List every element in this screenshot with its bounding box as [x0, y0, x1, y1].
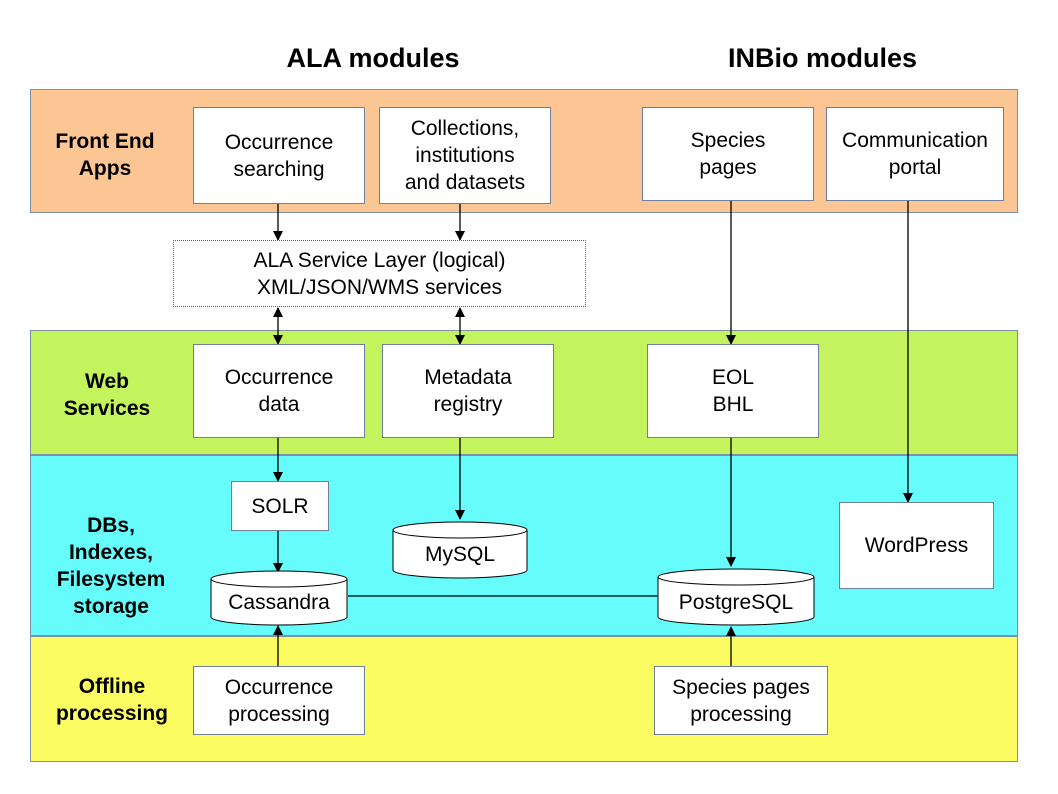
wordpress-box: WordPress — [839, 502, 994, 589]
ala-modules-heading: ALA modules — [286, 43, 460, 73]
cassandra-label: Cassandra — [228, 591, 330, 614]
web-services-label: Web Services — [63, 370, 151, 420]
communication-portal-box: Communication portal — [826, 107, 1004, 201]
offline-processing-label: Offline processing — [55, 675, 169, 725]
eol-bhl-box: EOL BHL — [647, 344, 819, 438]
collections-institutions-datasets-box: Collections, institutions and datasets — [379, 107, 551, 204]
species-pages-processing-box: Species pages processing — [654, 666, 828, 735]
species-pages-box: Species pages — [642, 107, 814, 201]
mysql-cylinder — [392, 521, 528, 579]
metadata-registry-box: Metadata registry — [382, 344, 554, 438]
inbio-modules-heading: INBio modules — [727, 43, 917, 73]
occurrence-processing-box: Occurrence processing — [193, 666, 365, 735]
databases-label: DBs, Indexes, Filesystem storage — [56, 514, 166, 618]
front-end-apps-label: Front End Apps — [55, 130, 155, 180]
ala-service-layer-box: ALA Service Layer (logical) XML/JSON/WMS… — [173, 240, 586, 307]
occurrence-searching-box: Occurrence searching — [193, 107, 365, 204]
solr-box: SOLR — [231, 481, 329, 531]
postgresql-cylinder — [657, 568, 815, 626]
postgresql-label: PostgreSQL — [678, 591, 794, 614]
mysql-label: MySQL — [424, 543, 495, 566]
cassandra-cylinder — [210, 570, 348, 626]
occurrence-data-box: Occurrence data — [193, 344, 365, 438]
